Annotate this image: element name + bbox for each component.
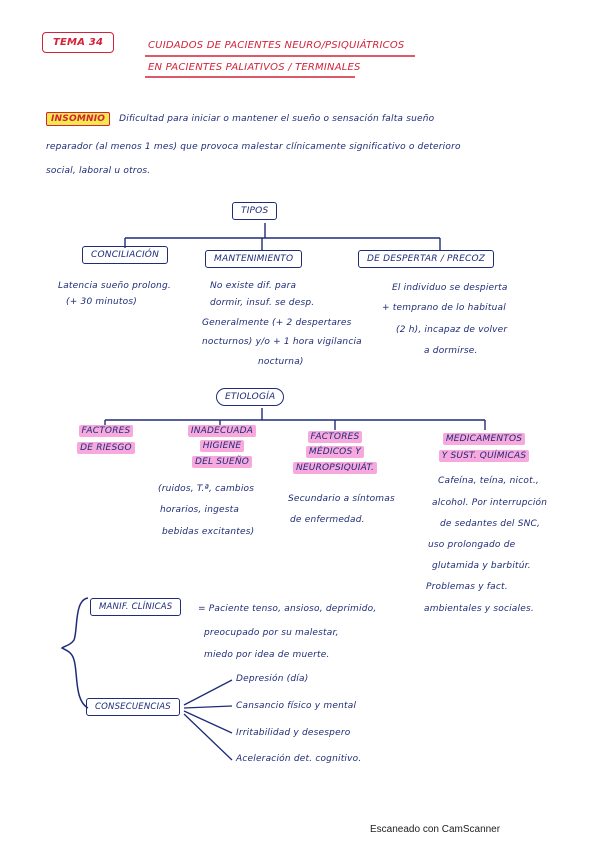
manif-desc2: preocupado por su malestar,	[204, 628, 339, 638]
tipo-mantenimiento-desc2: dormir, insuf. se desp.	[210, 298, 315, 308]
tipo-despertar-desc1: El individuo se despierta	[392, 283, 508, 293]
tipo-mantenimiento-desc3: Generalmente (+ 2 despertares	[202, 318, 352, 328]
etio-medicamentos-desc4: uso prolongado de	[428, 540, 516, 550]
consecuencias-box: CONSECUENCIAS	[86, 698, 180, 716]
manif-desc1: = Paciente tenso, ansioso, deprimido,	[198, 604, 377, 614]
tipo-mantenimiento-desc4: nocturnos) y/o + 1 hora vigilancia	[202, 337, 362, 347]
etio-factores-medicos: FACTORES MÉDICOS Y NEUROPSIQUIÁT.	[290, 431, 380, 474]
consecuencia-item-2: Cansancio físico y mental	[236, 701, 357, 711]
etio-medicos-desc2: de enfermedad.	[290, 515, 365, 525]
consecuencia-item-1: Depresión (día)	[236, 674, 309, 684]
manif-desc3: miedo por idea de muerte.	[204, 650, 330, 660]
etio-medicamentos-desc2: alcohol. Por interrupción	[432, 498, 548, 508]
tipo-conciliacion-desc1: Latencia sueño prolong.	[58, 281, 171, 291]
etio-higiene-desc2: horarios, ingesta	[160, 505, 240, 515]
etio-medicamentos-desc6: Problemas y fact.	[426, 582, 508, 592]
etiologia-box: ETIOLOGÍA	[216, 388, 285, 406]
tipo-mantenimiento-desc5: nocturna)	[258, 357, 304, 367]
tipo-mantenimiento-box: MANTENIMIENTO	[205, 250, 303, 268]
etio-factores-riesgo: FACTORES DE RIESGO	[76, 425, 136, 455]
definition-line3: social, laboral u otros.	[46, 166, 151, 176]
scanner-watermark: Escaneado con CamScanner	[370, 824, 501, 835]
definition-line2: reparador (al menos 1 mes) que provoca m…	[46, 142, 461, 152]
tipo-mantenimiento-desc1: No existe dif. para	[210, 281, 297, 291]
page-title-line2: EN PACIENTES PALIATIVOS / TERMINALES	[148, 62, 361, 73]
manif-clinicas-box: MANIF. CLÍNICAS	[90, 598, 182, 616]
tipo-despertar-desc2: + temprano de lo habitual	[382, 303, 506, 313]
etio-higiene-sueno: INADECUADA HIGIENE DEL SUEÑO	[178, 425, 266, 468]
term-insomnio: INSOMNIO	[46, 112, 111, 126]
definition-line1: Dificultad para iniciar o mantener el su…	[119, 114, 435, 124]
tipo-despertar-desc3: (2 h), incapaz de volver	[396, 325, 508, 335]
etio-medicamentos-desc1: Cafeína, teína, nicot.,	[438, 476, 539, 486]
tipo-conciliacion-box: CONCILIACIÓN	[82, 246, 169, 264]
etio-higiene-desc1: (ruidos, T.ª, cambios	[158, 484, 255, 494]
tipo-despertar-desc4: a dormirse.	[424, 346, 478, 356]
etio-medicamentos-desc5: glutamida y barbitúr.	[432, 561, 531, 571]
tipos-box: TIPOS	[232, 202, 278, 220]
topic-badge: TEMA 34	[42, 32, 115, 53]
page-title-line1: CUIDADOS DE PACIENTES NEURO/PSIQUIÁTRICO…	[148, 40, 405, 51]
tipo-conciliacion-desc2: (+ 30 minutos)	[66, 297, 137, 307]
consecuencia-item-3: Irritabilidad y desespero	[236, 728, 351, 738]
etio-medicamentos: MEDICAMENTOS Y SUST. QUÍMICAS	[420, 433, 548, 463]
etio-medicamentos-desc7: ambientales y sociales.	[424, 604, 534, 614]
etio-medicamentos-desc3: de sedantes del SNC,	[440, 519, 541, 529]
etio-higiene-desc3: bebidas excitantes)	[162, 527, 255, 537]
etio-medicos-desc1: Secundario a síntomas	[288, 494, 395, 504]
tipo-despertar-box: DE DESPERTAR / PRECOZ	[358, 250, 495, 268]
consecuencia-item-4: Aceleración det. cognitivo.	[236, 754, 362, 764]
definition-block: INSOMNIO Dificultad para iniciar o mante…	[46, 112, 435, 126]
